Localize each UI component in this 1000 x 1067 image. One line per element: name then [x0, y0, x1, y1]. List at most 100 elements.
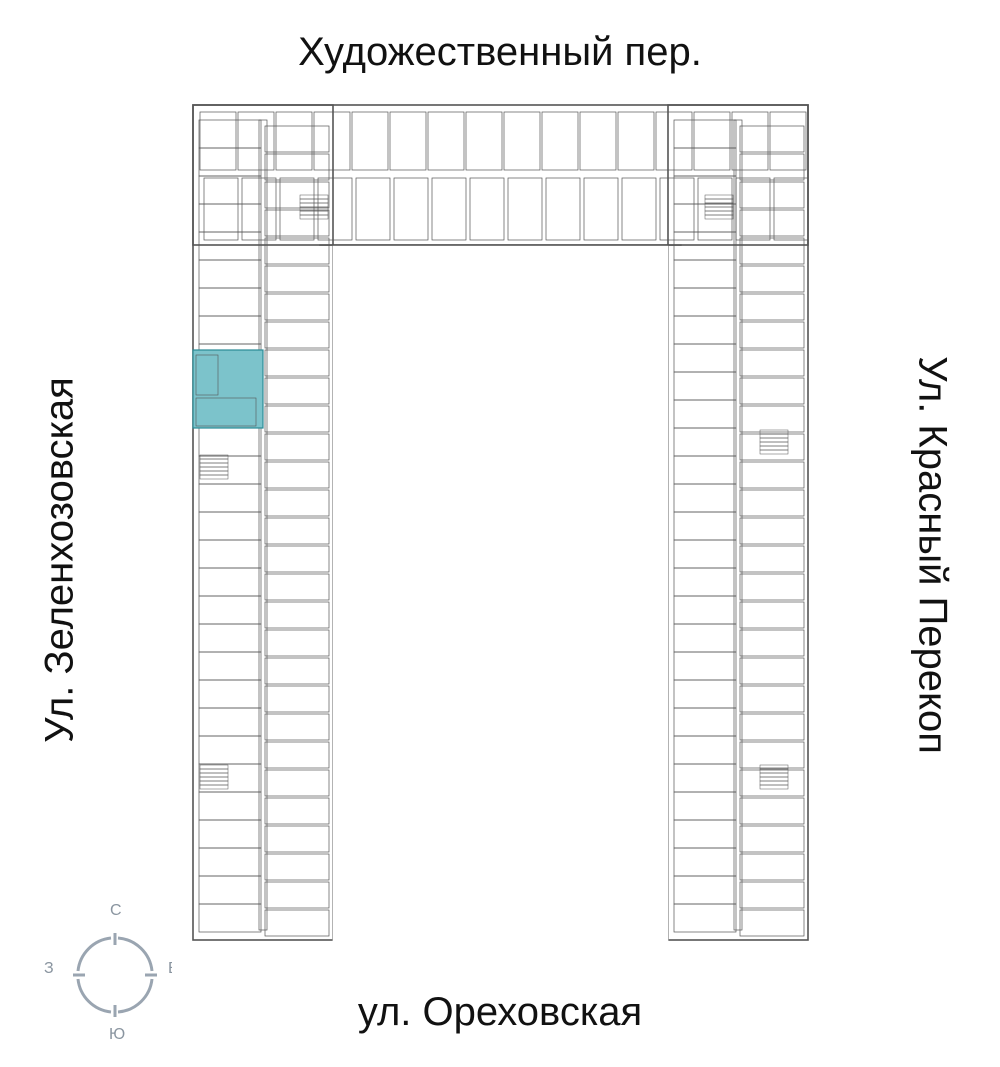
room: [237, 111, 275, 171]
room: [198, 511, 262, 541]
room: [264, 517, 330, 545]
room: [198, 203, 262, 233]
compass-west-label: З: [44, 960, 54, 977]
room: [198, 315, 262, 345]
room: [198, 119, 262, 149]
room: [203, 177, 239, 241]
stairs: [704, 210, 734, 216]
room: [673, 651, 737, 681]
room: [264, 853, 330, 881]
room: [673, 791, 737, 821]
room: [264, 293, 330, 321]
room: [739, 517, 805, 545]
selected-apartment[interactable]: [192, 349, 264, 429]
room: [659, 177, 695, 241]
room: [355, 177, 391, 241]
room: [198, 707, 262, 737]
stairs: [759, 784, 789, 790]
courtyard: [332, 244, 669, 946]
room: [739, 321, 805, 349]
room: [673, 259, 737, 289]
room: [465, 111, 503, 171]
room: [198, 763, 262, 793]
room: [198, 651, 262, 681]
room: [673, 595, 737, 625]
room: [739, 293, 805, 321]
room: [617, 111, 655, 171]
stairs: [199, 776, 229, 782]
room: [431, 177, 467, 241]
room: [673, 623, 737, 653]
room: [264, 461, 330, 489]
room: [739, 853, 805, 881]
room: [673, 875, 737, 905]
room: [264, 321, 330, 349]
room: [739, 405, 805, 433]
room: [198, 595, 262, 625]
stairs: [199, 458, 229, 464]
room: [673, 707, 737, 737]
room: [739, 125, 805, 153]
stairs: [704, 206, 734, 212]
room: [739, 181, 805, 209]
room: [673, 427, 737, 457]
stairs: [199, 454, 229, 460]
room: [264, 125, 330, 153]
room: [198, 903, 262, 933]
room: [313, 111, 351, 171]
room: [507, 177, 543, 241]
stairs: [759, 764, 789, 770]
room: [739, 713, 805, 741]
room: [264, 629, 330, 657]
stairs: [199, 462, 229, 468]
room: [773, 177, 809, 241]
room: [198, 175, 262, 205]
room: [195, 397, 257, 427]
room: [673, 511, 737, 541]
room: [673, 567, 737, 597]
room: [198, 567, 262, 597]
room: [198, 623, 262, 653]
room: [198, 231, 262, 261]
room: [264, 909, 330, 937]
room: [264, 153, 330, 181]
room: [673, 119, 737, 149]
room: [693, 111, 731, 171]
room: [264, 209, 330, 237]
stairs: [759, 780, 789, 786]
stairs: [199, 768, 229, 774]
stairs: [199, 764, 229, 770]
stairs: [199, 474, 229, 480]
room: [739, 657, 805, 685]
room: [198, 819, 262, 849]
room: [198, 791, 262, 821]
room: [545, 177, 581, 241]
room: [673, 455, 737, 485]
room: [655, 111, 693, 171]
stairs: [199, 470, 229, 476]
compass-icon: [73, 933, 157, 1017]
stairs: [759, 437, 789, 443]
room: [264, 657, 330, 685]
street-label-left: Ул. Зеленхозовская: [37, 377, 82, 743]
stairs: [759, 772, 789, 778]
room: [264, 237, 330, 265]
room: [264, 713, 330, 741]
stairs: [704, 202, 734, 208]
room: [264, 433, 330, 461]
room: [673, 819, 737, 849]
room: [198, 847, 262, 877]
room: [264, 825, 330, 853]
room: [198, 259, 262, 289]
stairs: [759, 449, 789, 455]
room: [503, 111, 541, 171]
street-label-right: Ул. Красный Перекоп: [910, 356, 955, 754]
room: [198, 875, 262, 905]
room: [739, 545, 805, 573]
room: [739, 237, 805, 265]
room: [673, 399, 737, 429]
room: [739, 573, 805, 601]
room: [279, 177, 315, 241]
room: [427, 111, 465, 171]
